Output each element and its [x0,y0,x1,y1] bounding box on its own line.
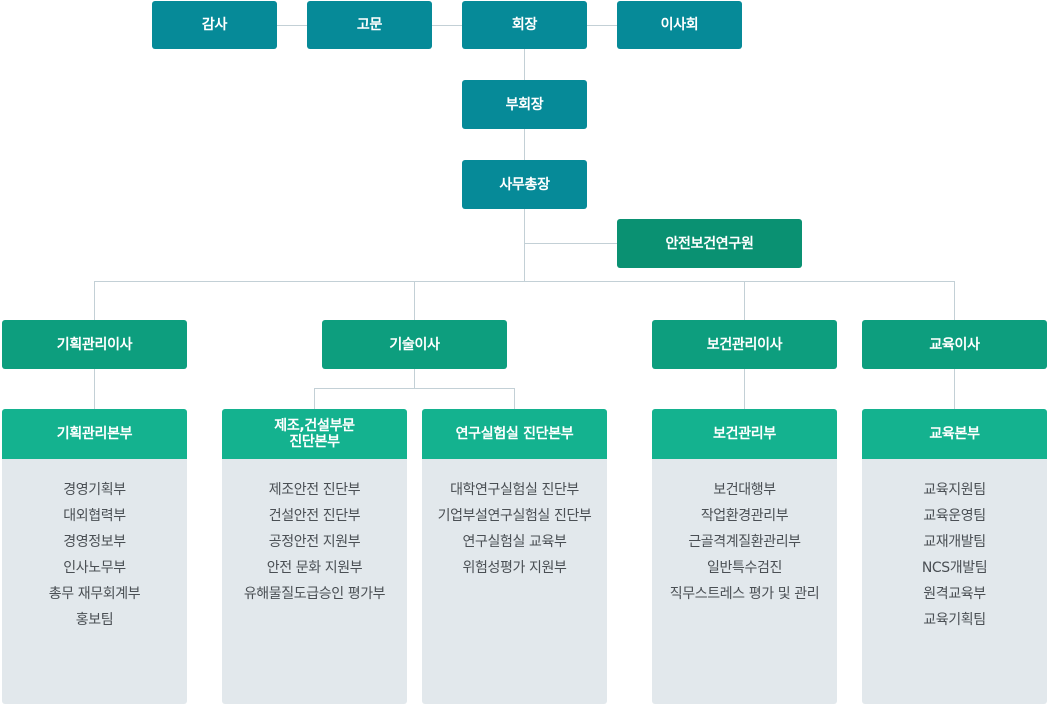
tech-right-drop-line [514,388,515,409]
vice-to-secretary-line [524,129,525,160]
planning-director-box: 기획관리이사 [2,320,187,369]
list-item: 공정안전 지원부 [268,534,361,550]
list-item: 유해물질도급승인 평가부 [243,586,386,602]
list-item: 보건대행부 [713,482,776,498]
institute-branch-line [524,243,617,244]
health-director-box: 보건관리이사 [652,320,837,369]
chairman-box: 회장 [462,1,587,49]
list-item: 근골격계질환관리부 [688,534,801,550]
education-to-division-line [954,369,955,409]
division-header-manufacturing: 제조,건설부문 진단본부 [222,409,407,459]
list-item: 안전 문화 지원부 [266,560,363,576]
list-item: 교육운영팀 [923,508,986,524]
advisor-box: 고문 [307,1,432,49]
planning-to-division-line [94,369,95,409]
health-drop-line [744,281,745,320]
tech-split-line [314,388,515,389]
directors-bus-line [94,281,955,282]
division-header-education: 교육본부 [862,409,1047,459]
list-item: 대외협력부 [63,508,126,524]
division-header-lab: 연구실험실 진단본부 [422,409,607,459]
list-item: NCS개발팀 [921,560,988,576]
list-item: 총무 재무회계부 [48,586,141,602]
list-item: 경영기획부 [63,482,126,498]
list-item: 원격교육부 [923,586,986,602]
division-panel-education: 교육지원팀 교육운영팀 교재개발팀 NCS개발팀 원격교육부 교육기획팀 [862,459,1047,704]
education-drop-line [954,281,955,320]
division-header-planning: 기획관리본부 [2,409,187,459]
vice-chairman-box: 부회장 [462,80,587,129]
division-panel-manufacturing: 제조안전 진단부 건설안전 진단부 공정안전 지원부 안전 문화 지원부 유해물… [222,459,407,704]
list-item: 홍보팀 [75,612,114,628]
list-item: 건설안전 진단부 [268,508,361,524]
tech-drop-line [414,281,415,320]
top-row-connector [214,25,680,26]
institute-box: 안전보건연구원 [617,219,802,268]
list-item: 제조안전 진단부 [268,482,361,498]
planning-drop-line [94,281,95,320]
list-item: 연구실험실 교육부 [462,534,567,550]
board-box: 이사회 [617,1,742,49]
chairman-to-vice-line [524,49,525,80]
division-panel-health: 보건대행부 작업환경관리부 근골격계질환관리부 일반특수검진 직무스트레스 평가… [652,459,837,704]
secretary-general-box: 사무총장 [462,160,587,209]
division-panel-planning: 경영기획부 대외협력부 경영정보부 인사노무부 총무 재무회계부 홍보팀 [2,459,187,704]
list-item: 인사노무부 [63,560,126,576]
education-director-box: 교육이사 [862,320,1047,369]
list-item: 경영정보부 [63,534,126,550]
audit-box: 감사 [152,1,277,49]
list-item: 일반특수검진 [707,560,782,576]
list-item: 교육기획팀 [923,612,986,628]
list-item: 교육지원팀 [923,482,986,498]
list-item: 대학연구실험실 진단부 [450,482,579,498]
secretary-trunk-line [524,209,525,281]
division-panel-lab: 대학연구실험실 진단부 기업부설연구실험실 진단부 연구실험실 교육부 위험성평… [422,459,607,704]
tech-stem-line [414,369,415,389]
list-item: 직무스트레스 평가 및 관리 [669,586,820,602]
list-item: 작업환경관리부 [700,508,789,524]
list-item: 기업부설연구실험실 진단부 [437,508,592,524]
list-item: 교재개발팀 [923,534,986,550]
tech-left-drop-line [314,388,315,409]
health-to-division-line [744,369,745,409]
tech-director-box: 기술이사 [322,320,507,369]
list-item: 위험성평가 지원부 [462,560,567,576]
division-header-health: 보건관리부 [652,409,837,459]
